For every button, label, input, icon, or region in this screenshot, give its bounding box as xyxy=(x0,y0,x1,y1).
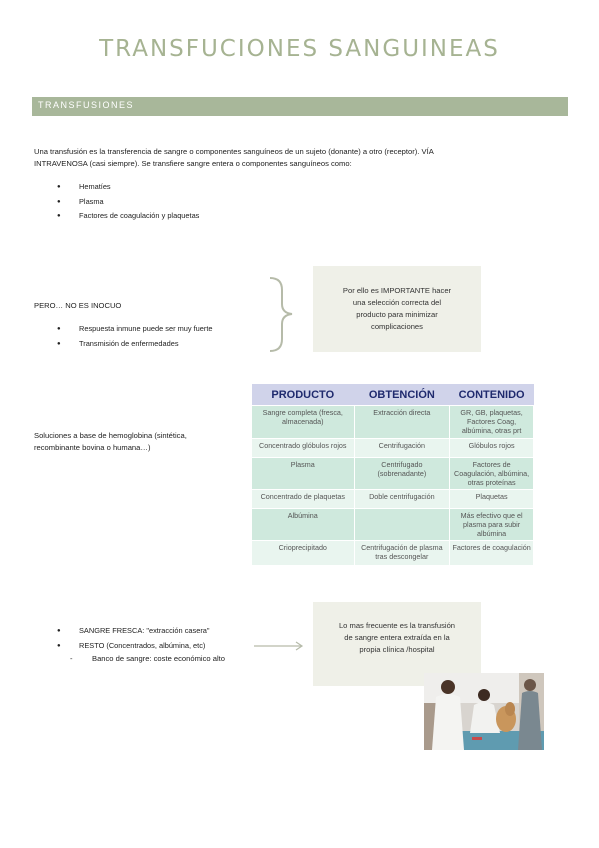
note-line: complicaciones xyxy=(371,322,423,331)
list-item: RESTO (Concentrados, albúmina, etc) xyxy=(57,640,277,655)
pero-heading: PERO… NO ES INOCUO xyxy=(34,301,122,310)
note-line: producto para minimizar xyxy=(356,310,438,319)
column-header: OBTENCIÓN xyxy=(354,384,450,406)
note-line: propia clínica /hospital xyxy=(359,645,435,654)
note-line: de sangre entera extraída en la xyxy=(344,633,450,642)
table-cell: Plaquetas xyxy=(449,489,534,509)
hemoglobin-note: Soluciones a base de hemoglobina (sintét… xyxy=(34,430,234,454)
importance-note: Por ello es IMPORTANTE hacer una selecci… xyxy=(313,266,481,352)
sub-list-item-label: Banco de sangre: coste económico alto xyxy=(92,654,225,663)
page-title: TRANSFUCIONES SANGUINEAS xyxy=(99,36,500,62)
intro-line-2: INTRAVENOSA (casi siempre). Se transfier… xyxy=(34,159,352,168)
table-cell: Centrifugado (sobrenadante) xyxy=(353,457,451,490)
intro-paragraph: Una transfusión es la transferencia de s… xyxy=(34,146,574,170)
table-cell: Albúmina xyxy=(251,508,355,541)
section-header-bar: TRANSFUSIONES xyxy=(32,97,568,116)
table-cell: Sangre completa (fresca, almacenada) xyxy=(251,405,355,439)
table-row: Crioprecipitado Centrifugación de plasma… xyxy=(251,540,534,566)
column-header: CONTENIDO xyxy=(449,384,534,406)
table-row: Sangre completa (fresca, almacenada) Ext… xyxy=(251,405,534,439)
arrow-right-icon xyxy=(254,641,304,651)
table-cell: Más efectivo que el plasma para subir al… xyxy=(449,508,534,541)
clinic-photo xyxy=(424,673,544,750)
dash-icon: - xyxy=(70,654,73,663)
table-row: Plasma Centrifugado (sobrenadante) Facto… xyxy=(251,457,534,490)
table-row: Concentrado glóbulos rojos Centrifugació… xyxy=(251,438,534,458)
list-item: Factores de coagulación y plaquetas xyxy=(57,210,357,225)
fresh-blood-list: SANGRE FRESCA: "extracción casera" RESTO… xyxy=(57,625,277,654)
frequency-note: Lo mas frecuente es la transfusión de sa… xyxy=(313,602,481,686)
column-header: PRODUCTO xyxy=(251,384,355,406)
components-list: Hematíes Plasma Factores de coagulación … xyxy=(57,181,357,225)
note-line: Por ello es IMPORTANTE hacer xyxy=(342,286,452,295)
intro-line-1: Una transfusión es la transferencia de s… xyxy=(34,147,434,156)
table-cell: Factores de Coagulación, albúmina, otras… xyxy=(449,457,534,490)
hemoglobin-line-1: Soluciones a base de hemoglobina (sintét… xyxy=(34,431,187,440)
table-cell: Concentrado glóbulos rojos xyxy=(251,438,355,458)
table-cell: Doble centrifugación xyxy=(353,489,451,509)
list-item: Respuesta inmune puede ser muy fuerte xyxy=(57,323,277,338)
table-cell: Centrifugación xyxy=(353,438,451,458)
table-cell xyxy=(353,508,451,541)
note-line: una selección correcta del xyxy=(352,298,442,307)
products-table: PRODUCTO OBTENCIÓN CONTENIDO Sangre comp… xyxy=(251,384,534,566)
table-row: Albúmina Más efectivo que el plasma para… xyxy=(251,508,534,541)
list-item: Plasma xyxy=(57,196,357,211)
table-cell: Crioprecipitado xyxy=(251,540,355,566)
list-item: SANGRE FRESCA: "extracción casera" xyxy=(57,625,277,640)
bracket-icon xyxy=(269,277,293,352)
note-line: Lo mas frecuente es la transfusión xyxy=(338,621,456,630)
table-cell: Concentrado de plaquetas xyxy=(251,489,355,509)
table-cell: Plasma xyxy=(251,457,355,490)
table-cell: Extracción directa xyxy=(353,405,451,439)
table-cell: GR, GB, plaquetas, Factores Coag, albúmi… xyxy=(449,405,534,439)
hemoglobin-line-2: recombinante bovina o humana…) xyxy=(34,443,151,452)
list-item: Hematíes xyxy=(57,181,357,196)
table-row: Concentrado de plaquetas Doble centrifug… xyxy=(251,489,534,509)
table-cell: Centrifugación de plasma tras descongela… xyxy=(353,540,451,566)
table-cell: Factores de coagulación xyxy=(449,540,534,566)
list-item: Transmisión de enfermedades xyxy=(57,338,277,353)
risks-list: Respuesta inmune puede ser muy fuerte Tr… xyxy=(57,323,277,352)
section-header-label: TRANSFUSIONES xyxy=(38,100,135,110)
sub-list-item: - Banco de sangre: coste económico alto xyxy=(70,653,290,665)
table-header-row: PRODUCTO OBTENCIÓN CONTENIDO xyxy=(251,384,534,406)
table-cell: Glóbulos rojos xyxy=(449,438,534,458)
